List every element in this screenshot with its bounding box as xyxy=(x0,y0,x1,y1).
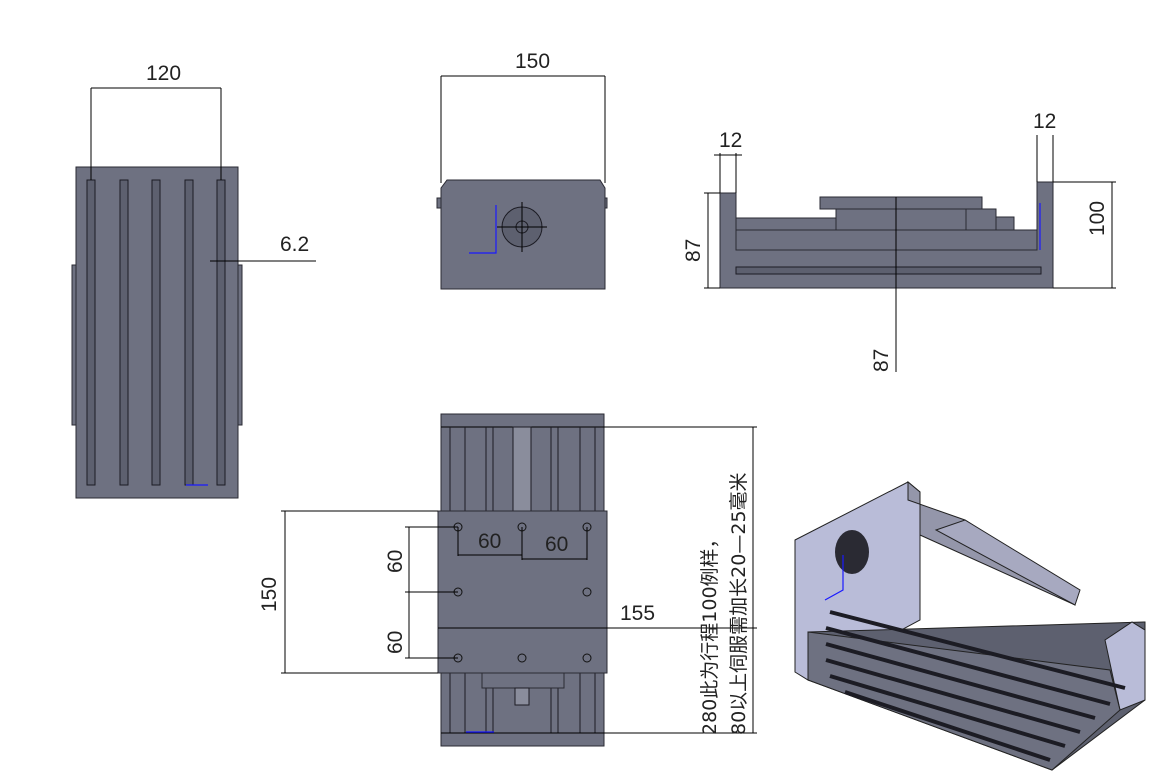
dim-plate-length-150: 150 xyxy=(258,577,281,612)
isometric-view xyxy=(794,480,1146,771)
dim-height-100: 100 xyxy=(1086,201,1109,236)
dim-width-150: 150 xyxy=(515,50,550,73)
dim-slot-6-2: 6.2 xyxy=(280,233,309,256)
dim-height-87: 87 xyxy=(682,239,705,262)
dim-hole-y1-60: 60 xyxy=(384,550,407,573)
note-line-2: 80以上伺服需加长20—25毫米 xyxy=(728,472,750,735)
dim-wall-right-12: 12 xyxy=(1033,110,1056,133)
end-view: 150 xyxy=(436,50,608,290)
dim-hole-y2-60: 60 xyxy=(384,631,407,654)
dim-hole-x1-60: 60 xyxy=(478,530,501,553)
dim-center-87: 87 xyxy=(870,349,893,372)
note-line-1: 280此为行程100例样， xyxy=(699,529,721,735)
dim-hole-x2-60: 60 xyxy=(545,533,568,556)
top-view: 120 6.2 xyxy=(71,62,316,499)
dim-wall-left-12: 12 xyxy=(719,129,742,152)
plan-view: 60 60 60 60 150 155 280此为行程100例样， 80以上伺服… xyxy=(258,413,757,747)
dim-width-120: 120 xyxy=(146,62,181,85)
side-view: 12 12 87 100 87 xyxy=(682,110,1116,372)
dim-plate-width-155: 155 xyxy=(620,602,655,625)
